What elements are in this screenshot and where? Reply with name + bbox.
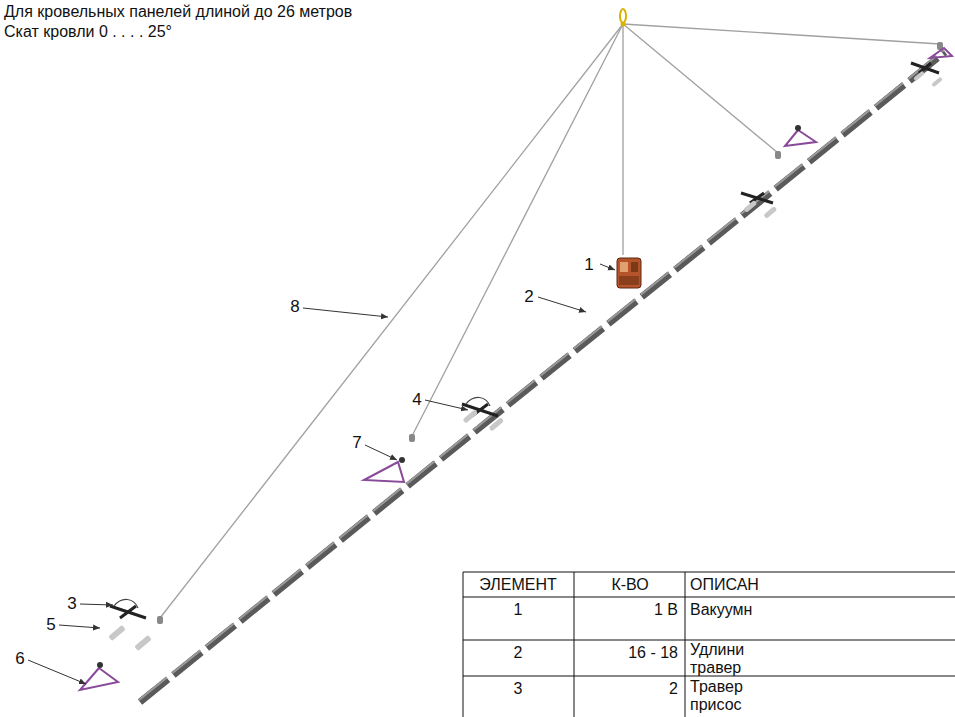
callout-number: 3 — [67, 594, 76, 614]
extension-beam — [139, 50, 945, 702]
hanger-brackets — [80, 48, 952, 690]
crane-hook — [620, 9, 626, 27]
callout-number: 2 — [524, 287, 533, 307]
callout-number: 6 — [15, 649, 24, 669]
table-header: ОПИСАН — [690, 576, 759, 594]
table-cell: Травер присос — [690, 678, 760, 715]
vacuum-unit — [617, 258, 641, 288]
table-header: ЭЛЕМЕНТ — [479, 576, 556, 594]
callout-number: 5 — [46, 615, 55, 635]
table-cell: 1 В — [654, 601, 678, 619]
table-cell: Вакуумн — [690, 601, 752, 619]
table-cell: 2 — [514, 644, 523, 662]
callout-number: 8 — [290, 297, 299, 317]
suction-traverses — [108, 63, 943, 651]
table-cell: 1 — [514, 601, 523, 619]
spec-table — [463, 572, 955, 717]
leader-lines — [28, 264, 615, 684]
sling-cables — [160, 24, 940, 618]
callout-number: 7 — [352, 433, 361, 453]
table-cell: 3 — [514, 680, 523, 698]
heading-text: Скат кровли 0 . . . . 25° — [4, 23, 172, 41]
cable-fittings — [157, 42, 943, 624]
table-header: К-ВО — [611, 576, 648, 594]
callout-number: 4 — [412, 390, 421, 410]
table-cell: Удлини травер — [690, 641, 760, 678]
heading-text: Для кровельных панелей длиной до 26 метр… — [4, 3, 352, 21]
table-cell: 16 - 18 — [628, 644, 678, 662]
table-cell: 2 — [669, 680, 678, 698]
callout-number: 1 — [584, 255, 593, 275]
